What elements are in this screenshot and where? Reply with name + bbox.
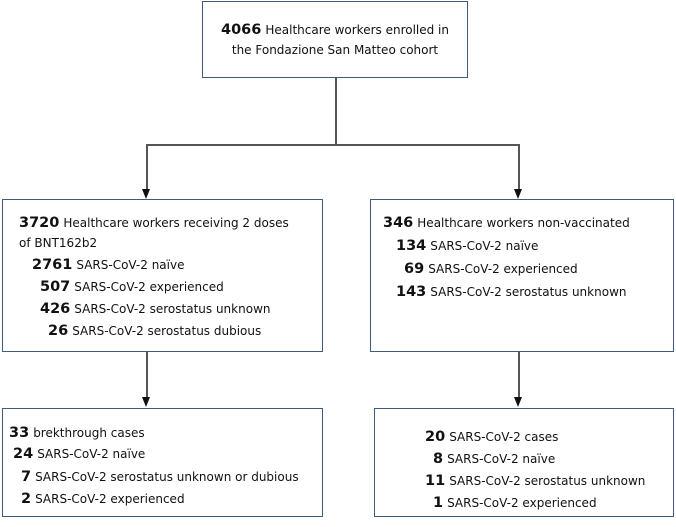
root-text-2: the Fondazione San Matteo cohort	[231, 43, 439, 57]
item-text: SARS-CoV-2 experienced	[428, 262, 578, 276]
right-arrow-icon	[514, 189, 522, 199]
item-text: SARS-CoV-2 serostatus unknown or dubious	[35, 470, 299, 484]
left-lower-line	[146, 352, 148, 398]
cases-title-text: SARS-CoV-2 cases	[449, 430, 559, 444]
branch-horizontal-line	[146, 144, 519, 146]
item-text: SARS-CoV-2 serostatus unknown	[449, 474, 646, 488]
left-branch-line	[146, 144, 148, 190]
breakthrough-title-text: brekthrough cases	[33, 426, 145, 440]
item-text: SARS-CoV-2 serostatus dubious	[72, 324, 262, 338]
item-number: 2	[21, 491, 32, 507]
root-line-2: the Fondazione San Matteo cohort	[203, 42, 467, 58]
cases-number: 20	[425, 429, 446, 445]
vaccinated-number: 3720	[19, 215, 60, 231]
item-number: 8	[433, 451, 444, 467]
item-number: 426	[40, 301, 71, 317]
breakthrough-number: 33	[9, 425, 30, 441]
non-vaccinated-number: 346	[383, 215, 414, 231]
root-stem-line	[335, 78, 337, 145]
item-text: SARS-CoV-2 serostatus unknown	[74, 302, 271, 316]
item-text: SARS-CoV-2 experienced	[447, 496, 597, 510]
right-lower-arrow-icon	[514, 397, 522, 407]
left-arrow-icon	[142, 189, 150, 199]
vaccinated-title-2: of BNT162b2	[19, 236, 98, 250]
item-number: 7	[21, 469, 32, 485]
item-number: 143	[396, 284, 427, 300]
right-branch-line	[518, 144, 520, 190]
item-number: 1	[433, 495, 444, 511]
vaccinated-title-line-2: of BNT162b2	[19, 235, 97, 251]
item-number: 134	[396, 238, 427, 254]
item-text: SARS-CoV-2 experienced	[35, 492, 185, 506]
item-number: 26	[48, 323, 69, 339]
item-text: SARS-CoV-2 naïve	[430, 239, 539, 253]
item-text: SARS-CoV-2 experienced	[74, 280, 224, 294]
item-number: 11	[425, 473, 446, 489]
root-text-1: Healthcare workers enrolled in	[265, 23, 449, 37]
item-number: 507	[40, 279, 71, 295]
item-text: SARS-CoV-2 naïve	[76, 258, 185, 272]
vaccinated-title-1: Healthcare workers receiving 2 doses	[63, 216, 289, 230]
item-number: 24	[13, 446, 34, 462]
right-lower-line	[518, 352, 520, 398]
item-text: SARS-CoV-2 serostatus unknown	[430, 285, 627, 299]
item-text: SARS-CoV-2 naïve	[37, 447, 146, 461]
left-lower-arrow-icon	[142, 397, 150, 407]
item-number: 2761	[32, 257, 73, 273]
root-number: 4066	[221, 22, 262, 38]
item-number: 69	[404, 261, 425, 277]
item-text: SARS-CoV-2 naïve	[447, 452, 556, 466]
non-vaccinated-title-text: Healthcare workers non-vaccinated	[417, 216, 630, 230]
